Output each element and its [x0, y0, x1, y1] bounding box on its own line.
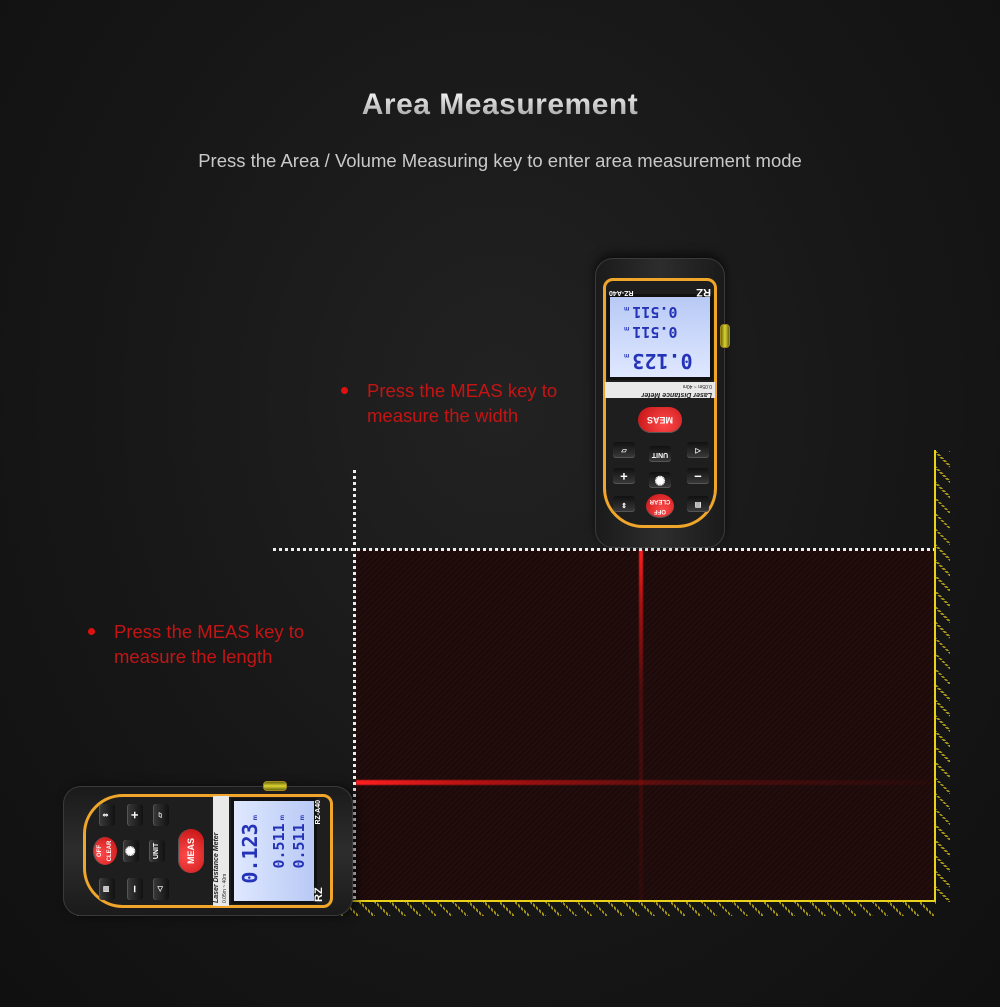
device-label: Laser Distance Meter 0.05m ~ 40m	[605, 382, 715, 398]
keypad: ▤ OFF CLEAR ⇕ − ✺ + ◁ UNIT ▱ MEAS	[91, 800, 206, 902]
off-clear-key[interactable]: OFF CLEAR	[646, 494, 674, 518]
keypad: ▤ OFF CLEAR ⇕ − ✺ + ◁ UNIT ▱ MEAS	[609, 405, 711, 520]
reference-key[interactable]: ⇕	[613, 496, 635, 512]
level-bubble-icon	[263, 781, 287, 791]
model-label: RZ-A40	[609, 289, 634, 296]
plus-key[interactable]: +	[613, 468, 635, 484]
unit-key[interactable]: UNIT	[149, 840, 165, 862]
note-width-line2: measure the width	[367, 405, 519, 426]
memory-key[interactable]: ▤	[687, 496, 709, 512]
note-length: Press the MEAS key to measure the length	[88, 619, 305, 669]
reading-mid: 0.511m	[270, 815, 288, 869]
wall-line	[934, 450, 936, 902]
light-key[interactable]: ✺	[649, 472, 671, 488]
wall-hatch	[936, 450, 950, 902]
memory-key[interactable]: ▤	[99, 878, 115, 900]
note-width: Press the MEAS key to measure the width	[341, 378, 558, 428]
note-width-line1: Press the MEAS key to	[367, 380, 558, 401]
area-key[interactable]: ▱	[153, 804, 169, 826]
reading-top: 0.123m	[624, 349, 693, 373]
brand-logo: RZ	[313, 887, 325, 902]
laser-meter-left: ▤ OFF CLEAR ⇕ − ✺ + ◁ UNIT ▱ MEAS Laser …	[63, 781, 353, 916]
minus-key[interactable]: −	[687, 468, 709, 484]
reading-bottom: 0.511m	[290, 815, 308, 869]
light-key[interactable]: ✺	[123, 840, 139, 862]
bullet-icon	[341, 387, 348, 394]
off-clear-key[interactable]: OFF CLEAR	[93, 837, 117, 865]
triangle-key[interactable]: ◁	[153, 878, 169, 900]
lcd-display: 0.123m 0.511m 0.511m	[607, 294, 713, 380]
laser-meter-top: ▤ OFF CLEAR ⇕ − ✺ + ◁ UNIT ▱ MEAS Laser …	[595, 258, 730, 548]
reference-key[interactable]: ⇕	[99, 804, 115, 826]
laser-beam-horizontal	[356, 780, 934, 785]
bullet-icon	[88, 628, 95, 635]
note-length-line2: measure the length	[114, 646, 273, 667]
measured-area	[356, 550, 934, 900]
page-title: Area Measurement	[0, 88, 1000, 122]
unit-key[interactable]: UNIT	[649, 446, 671, 462]
brand-logo: RZ	[696, 286, 711, 298]
dotted-guide-horizontal	[273, 548, 935, 551]
dotted-guide-vertical	[353, 470, 356, 902]
model-label: RZ-A40	[315, 800, 322, 825]
brand-bar: RZ RZ-A40	[607, 284, 713, 298]
brand-bar: RZ RZ-A40	[313, 798, 327, 904]
floor-line	[64, 900, 936, 902]
meas-key[interactable]: MEAS	[638, 407, 682, 433]
meas-key[interactable]: MEAS	[178, 829, 204, 873]
triangle-key[interactable]: ◁	[687, 442, 709, 458]
level-bubble-icon	[720, 324, 730, 348]
minus-key[interactable]: −	[127, 878, 143, 900]
page-subtitle: Press the Area / Volume Measuring key to…	[198, 150, 802, 171]
lcd-display: 0.123m 0.511m 0.511m	[231, 798, 317, 904]
device-label: Laser Distance Meter 0.05m ~ 40m	[213, 796, 229, 906]
plus-key[interactable]: +	[127, 804, 143, 826]
reading-bottom: 0.511m	[624, 303, 678, 321]
reading-top: 0.123m	[238, 815, 262, 884]
laser-beam-vertical	[639, 550, 643, 900]
reading-mid: 0.511m	[624, 323, 678, 341]
area-key[interactable]: ▱	[613, 442, 635, 458]
note-length-line1: Press the MEAS key to	[114, 621, 305, 642]
